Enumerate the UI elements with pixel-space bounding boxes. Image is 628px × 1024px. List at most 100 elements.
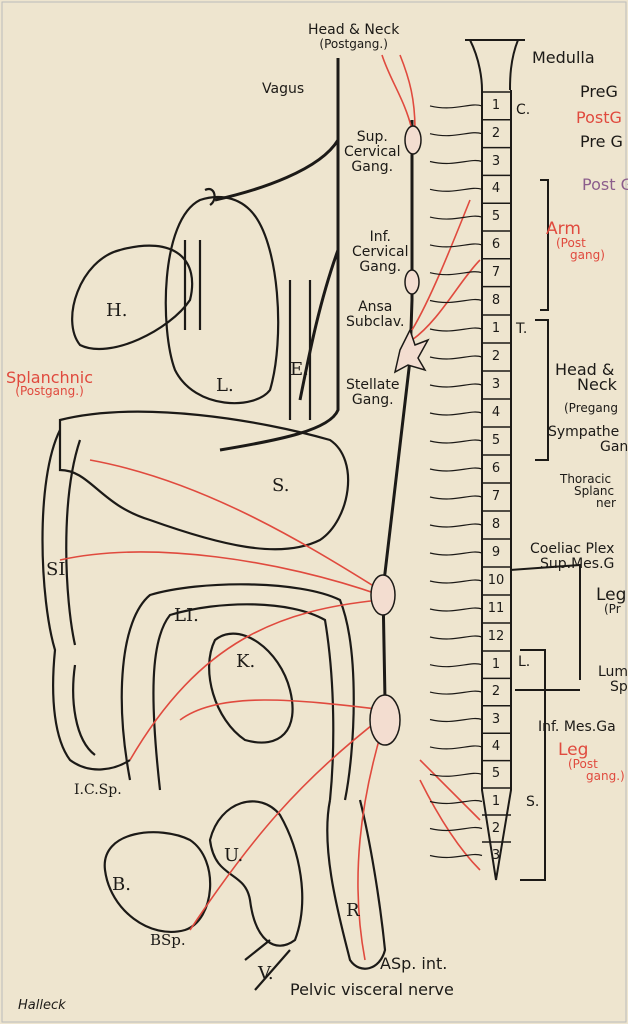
- thoracic-segment-12: 12: [487, 629, 505, 644]
- t: Sup.Mes.G: [540, 556, 615, 572]
- kidney-outline: [208, 632, 294, 744]
- t: Neck: [577, 375, 617, 394]
- small-intestine-outline: [41, 429, 131, 771]
- nerve-root: [429, 690, 483, 695]
- nerve-root: [429, 187, 483, 192]
- small-intestine-label: SI: [46, 559, 66, 580]
- lumbar-label: L.: [518, 654, 531, 670]
- nerve-root: [429, 579, 483, 584]
- kidney-label: K.: [236, 651, 256, 672]
- pelvic-visceral-label: Pelvic visceral nerve: [290, 980, 454, 999]
- thoracic-segment-10: 10: [487, 573, 505, 588]
- cervical-segment-3: 3: [491, 153, 501, 169]
- label-sub: (Postgang.): [319, 37, 388, 51]
- nerve-root: [429, 439, 483, 444]
- signature: Halleck: [18, 998, 66, 1013]
- thoracic-segment-3: 3: [491, 377, 501, 392]
- splanchnic-label: Splanchnic(Postgang.): [6, 368, 94, 398]
- t: Inf.: [369, 229, 391, 245]
- lumbar-segment-4: 4: [491, 738, 501, 754]
- thoracic-segment-4: 4: [491, 405, 501, 420]
- nerve-root: [429, 132, 483, 137]
- lung-label: L.: [216, 375, 234, 396]
- nerve-root: [429, 298, 483, 304]
- nerve-root: [429, 635, 483, 640]
- thoracic-segment-9: 9: [491, 545, 501, 560]
- nerve-root: [429, 523, 483, 528]
- stomach-outline: [58, 410, 350, 551]
- rectum-outline: [326, 799, 387, 970]
- ganglia: [369, 125, 430, 746]
- stomach-label: S.: [272, 475, 290, 496]
- t: Subclav.: [346, 314, 405, 330]
- segment-boxes: [429, 91, 511, 859]
- thoracic-segment-5: 5: [491, 433, 501, 448]
- nerve-root: [429, 215, 483, 220]
- nerve-root: [429, 826, 483, 832]
- nerve-root: [429, 745, 483, 750]
- uterus-label: U.: [224, 845, 244, 866]
- lumbar-segment-5: 5: [491, 766, 501, 782]
- nerve-root: [429, 159, 483, 165]
- large-intestine-label: LI.: [174, 605, 199, 626]
- nerve-root: [429, 551, 483, 556]
- t: Thoracic: [560, 472, 612, 486]
- nerve-root: [429, 271, 483, 276]
- t: Gang.: [351, 392, 394, 408]
- t: Leg: [558, 740, 589, 760]
- thoracic-segment-11: 11: [487, 601, 505, 616]
- coeliac-ganglion: [370, 574, 396, 616]
- thoracic-label: T.: [516, 321, 528, 337]
- uterus-outline: [208, 800, 304, 947]
- sacral-segment-2: 2: [491, 820, 501, 836]
- t: Gang.: [351, 159, 394, 175]
- cervical-segment-8: 8: [491, 292, 501, 308]
- t: gang.): [586, 769, 625, 783]
- heart-outline: [71, 244, 194, 351]
- t: gang): [570, 248, 605, 262]
- leg-pregang-label: Leg(Pr: [596, 585, 627, 616]
- t: (Postgang.): [15, 384, 84, 398]
- nerve-root: [429, 495, 483, 500]
- sup-cervical-ganglion: [404, 125, 422, 155]
- heart-label: H.: [106, 300, 128, 321]
- t: (Pr: [604, 602, 621, 616]
- inf-mesenteric-ganglion: [369, 694, 401, 746]
- sacral-segment-1: 1: [491, 793, 501, 809]
- t: Coeliac Plex: [530, 541, 615, 557]
- t: Splanc: [574, 484, 615, 498]
- rectum-label: R: [346, 900, 360, 921]
- vagina-label: V.: [258, 963, 274, 984]
- t: Splanchnic: [6, 368, 94, 387]
- nerve-root: [429, 243, 483, 248]
- legend-post-g-sensory: Post G: [582, 175, 628, 194]
- inf-mes-label: Inf. Mes.Ga: [538, 719, 616, 735]
- cervical-segment-6: 6: [491, 236, 501, 252]
- t: Ansa: [358, 299, 393, 315]
- sacral-label: S.: [526, 794, 540, 810]
- nerve-root: [429, 383, 483, 388]
- head-neck-pregang-label: Head &Neck: [555, 360, 617, 394]
- t: Leg: [596, 585, 627, 605]
- cervical-segment-7: 7: [491, 264, 501, 280]
- t: ner: [596, 496, 616, 510]
- nerve-root: [429, 607, 483, 612]
- thoracic-segment-6: 6: [491, 461, 501, 476]
- large-intestine-outline: [120, 583, 355, 801]
- nerve-root: [429, 717, 483, 723]
- nerve-root: [429, 327, 483, 332]
- t: Gan: [600, 439, 628, 455]
- pregang-label: (Pregang: [564, 401, 618, 415]
- t: Head &: [555, 360, 615, 379]
- cervical-segment-1: 1: [491, 97, 501, 113]
- t: (Post: [568, 757, 598, 771]
- nerve-root: [429, 355, 483, 360]
- postganglionic-fibers: [59, 54, 481, 961]
- organs: [41, 187, 387, 991]
